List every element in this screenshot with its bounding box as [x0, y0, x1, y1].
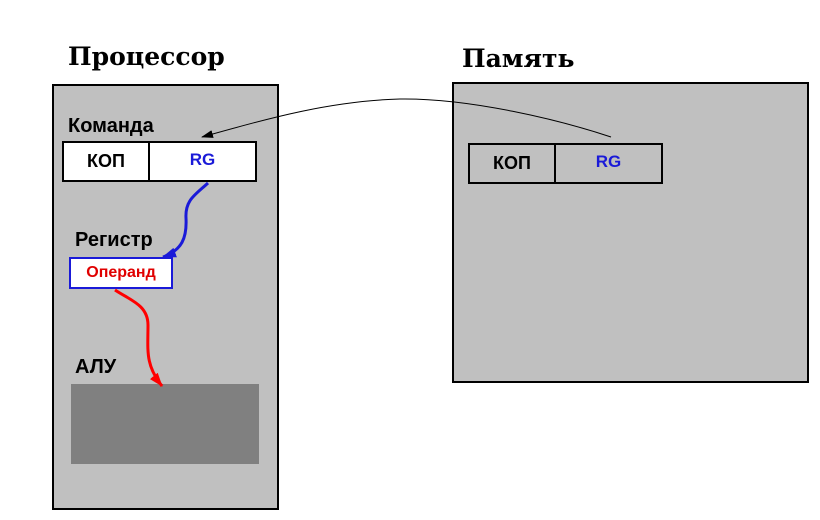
memory-rg-cell: RG [595, 151, 622, 171]
register-operand: Операнд [69, 257, 173, 289]
memory-title: Память [462, 44, 575, 73]
alu-label: АЛУ [75, 356, 117, 378]
processor-title: Процессор [68, 42, 225, 71]
processor-instruction: КОП RG [62, 141, 257, 182]
processor-opcode-cell: КОП [64, 143, 150, 180]
memory-opcode-cell: КОП [470, 145, 556, 182]
register-label: Регистр [75, 229, 153, 251]
processor-rg-cell: RG [189, 149, 216, 169]
memory-box [452, 82, 809, 383]
alu-block [71, 384, 259, 464]
command-label: Команда [68, 115, 154, 137]
memory-instruction: КОП RG [468, 143, 663, 184]
